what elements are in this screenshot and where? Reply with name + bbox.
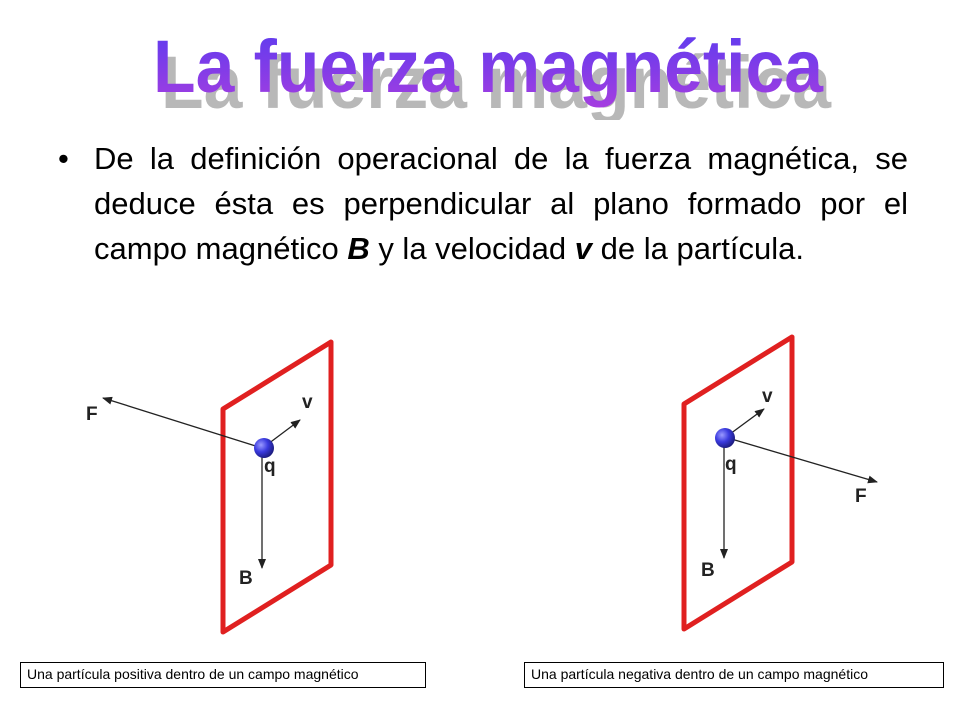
right-label-f: F: [855, 486, 867, 507]
right-diagram: v q F B: [681, 334, 878, 632]
right-particle: [715, 428, 735, 448]
title-shadow: La fuerza magnética: [161, 41, 832, 120]
bullet-dot: •: [58, 141, 69, 176]
bullet-text: De la definición operacional de la fuerz…: [94, 136, 908, 271]
left-force-vector: [102, 396, 263, 449]
left-diagram: F v q B: [86, 339, 334, 635]
bullet-text-part1: De la definición operacional de la fuerz…: [94, 141, 908, 266]
title-graphic: La fuerza magnética La fuerza magnética: [153, 25, 832, 124]
force-diagrams: F v q B v q F B: [0, 320, 960, 660]
bullet-text-part2: y la velocidad: [369, 231, 575, 266]
right-label-b: B: [701, 560, 715, 581]
title-text: La fuerza magnética: [153, 25, 824, 108]
bullet-symbol-b: B: [347, 231, 370, 266]
left-plane: [220, 339, 334, 635]
left-label-q: q: [264, 456, 276, 477]
left-velocity-vector: [267, 419, 301, 445]
right-label-v: v: [762, 386, 773, 407]
diagram-svg: F v q B v q F B: [86, 334, 878, 635]
left-label-b: B: [239, 568, 253, 589]
right-label-q: q: [725, 454, 737, 475]
bullet-symbol-v: v: [574, 231, 593, 266]
right-velocity-vector: [729, 408, 765, 435]
caption-negative-particle: Una partícula negativa dentro de un camp…: [524, 662, 944, 688]
right-plane: [681, 334, 795, 632]
right-force-vector: [727, 437, 878, 484]
bullet-paragraph: • De la definición operacional de la fue…: [58, 136, 908, 271]
caption-positive-particle: Una partícula positiva dentro de un camp…: [20, 662, 426, 688]
left-label-v: v: [302, 392, 313, 413]
page-title: La fuerza magnética La fuerza magnética: [0, 20, 960, 124]
bullet-text-part3: de la partícula.: [592, 231, 804, 266]
left-label-f: F: [86, 404, 98, 425]
left-particle: [254, 438, 274, 458]
